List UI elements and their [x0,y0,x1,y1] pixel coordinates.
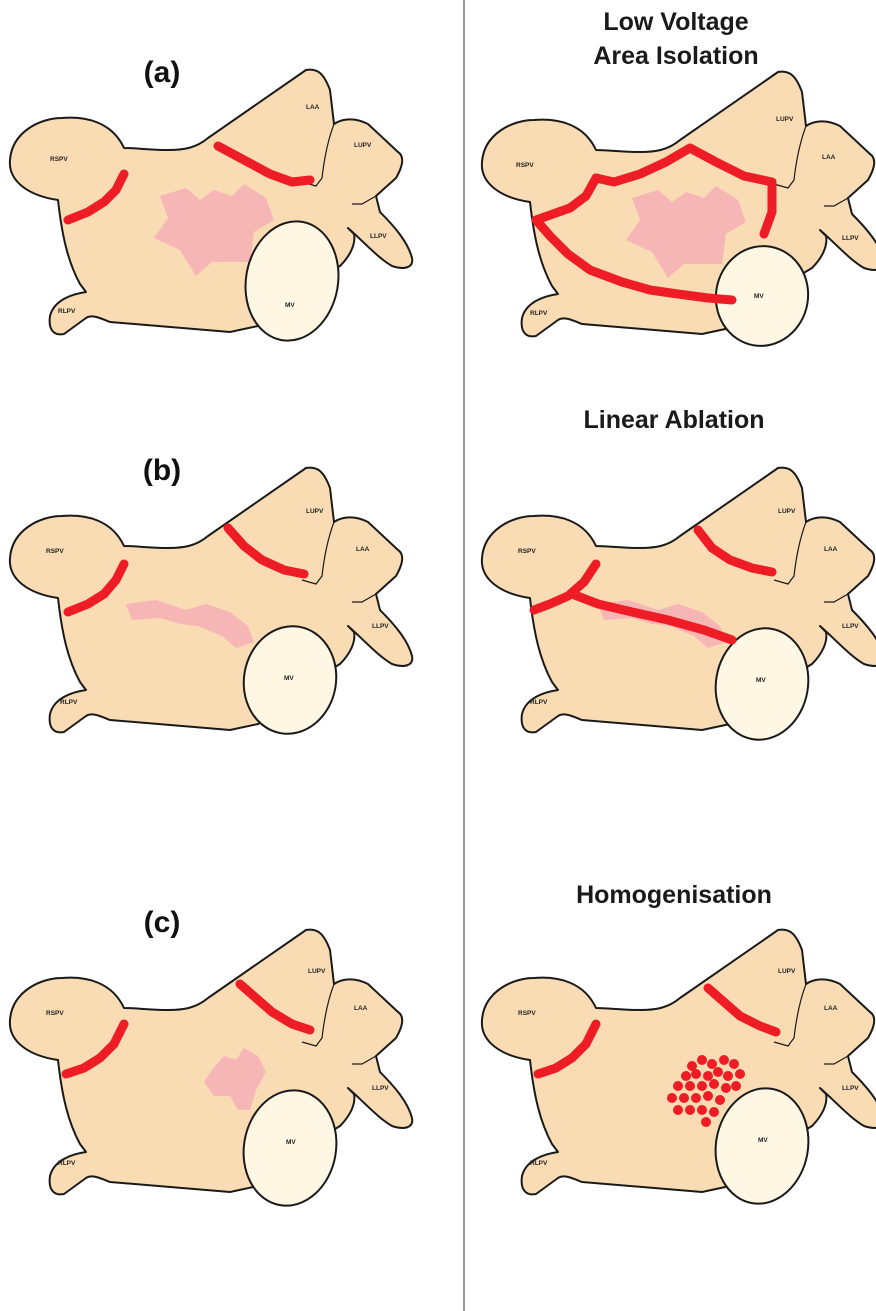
label-lupv: LUPV [308,968,326,975]
title-low-voltage-line1: Low Voltage [603,8,748,36]
label-mv: MV [286,1139,296,1146]
lesion-dot [673,1105,683,1115]
label-mv: MV [754,293,764,300]
label-lupv: LUPV [778,968,796,975]
lesion-dot [713,1067,723,1077]
lesion-dot [701,1117,711,1127]
diagram-a-right: RSPV RLPV LUPV LAA LLPV MV [482,72,876,354]
label-mv: MV [284,675,294,682]
lesion-dot [735,1069,745,1079]
label-llpv: LLPV [842,623,859,630]
label-llpv: LLPV [370,233,387,240]
label-laa: LAA [306,104,320,111]
label-lupv: LUPV [776,116,794,123]
lesion-dot [729,1059,739,1069]
label-rspv: RSPV [46,548,64,555]
label-rspv: RSPV [46,1010,64,1017]
title-homogenisation: Homogenisation [576,881,772,909]
diagram-c-left: RSPV RLPV LUPV LAA LLPV MV [10,930,412,1213]
lesion-dot [731,1081,741,1091]
lesion-dot [685,1105,695,1115]
label-laa: LAA [354,1005,368,1012]
label-llpv: LLPV [372,623,389,630]
lesion-dot [681,1071,691,1081]
lesion-dot [679,1093,689,1103]
lesion-dot [709,1079,719,1089]
label-llpv: LLPV [842,235,859,242]
lesion-dot [715,1095,725,1105]
label-rlpv: RLPV [530,310,548,317]
diagram-a-left: RSPV RLPV LAA LUPV LLPV MV [10,70,412,348]
panel-letter-c: (c) [144,906,181,939]
label-rspv: RSPV [516,162,534,169]
lesion-dot [691,1093,701,1103]
lesion-dot [703,1071,713,1081]
lesion-dot [703,1091,713,1101]
label-llpv: LLPV [372,1085,389,1092]
title-low-voltage-line2: Area Isolation [593,42,758,70]
lesion-dot [697,1105,707,1115]
label-laa: LAA [824,546,838,553]
label-mv: MV [285,302,295,309]
label-rlpv: RLPV [58,1160,76,1167]
lesion-dot [707,1059,717,1069]
lesion-dot [721,1083,731,1093]
lesion-dot [691,1069,701,1079]
label-llpv: LLPV [842,1085,859,1092]
label-lupv: LUPV [306,508,324,515]
diagram-c-right: RSPV RLPV LUPV LAA LLPV MV [482,930,876,1211]
lesion-dot [719,1055,729,1065]
label-laa: LAA [822,154,836,161]
label-laa: LAA [824,1005,838,1012]
lesion-dot [697,1055,707,1065]
diagram-b-left: RSPV RLPV LUPV LAA LLPV MV [10,468,412,742]
lesion-dot [723,1071,733,1081]
lesion-dot [673,1081,683,1091]
label-rlpv: RLPV [58,308,76,315]
label-mv: MV [758,1137,768,1144]
panel-letter-b: (b) [143,454,181,487]
diagram-b-right: RSPV RLPV LUPV LAA LLPV MV [482,468,876,748]
title-linear-ablation: Linear Ablation [583,406,764,434]
lesion-dot [685,1081,695,1091]
lesion-dot [667,1093,677,1103]
label-rlpv: RLPV [60,699,78,706]
label-lupv: LUPV [778,508,796,515]
label-rspv: RSPV [50,156,68,163]
label-rspv: RSPV [518,548,536,555]
lesion-dot [709,1107,719,1117]
label-laa: LAA [356,546,370,553]
label-rlpv: RLPV [530,1160,548,1167]
label-mv: MV [756,677,766,684]
label-lupv: LUPV [354,142,372,149]
panel-letter-a: (a) [144,56,181,89]
lesion-dot [697,1081,707,1091]
label-rlpv: RLPV [530,699,548,706]
label-rspv: RSPV [518,1010,536,1017]
